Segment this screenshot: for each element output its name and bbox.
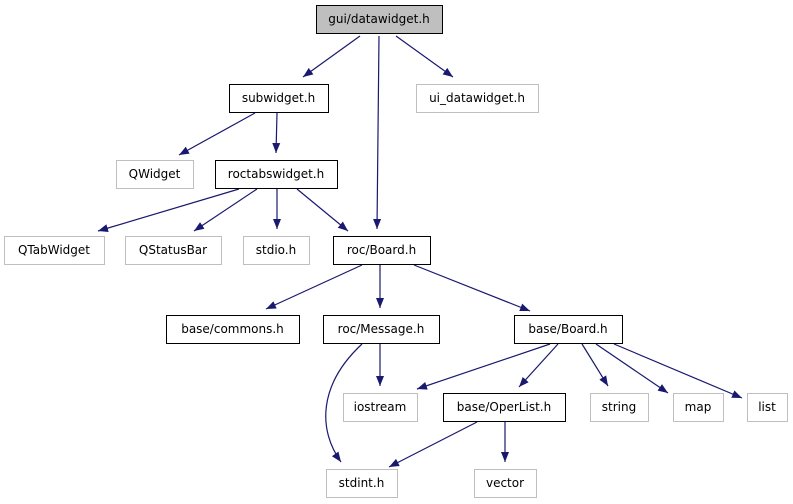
node-label: iostream	[354, 400, 407, 414]
node-qstatusbar: QStatusBar	[125, 236, 222, 265]
node-map: map	[673, 393, 724, 422]
node-label: subwidget.h	[242, 91, 315, 105]
node-ui-datawidget-h: ui_datawidget.h	[416, 84, 539, 113]
node-stdint-h: stdint.h	[326, 469, 398, 498]
node-box	[333, 236, 431, 265]
edge-roctabswidget-h-to-roc-board-h	[296, 188, 349, 232]
node-label: list	[758, 400, 776, 414]
nodes-layer: gui/datawidget.h subwidget.h ui_datawidget…	[4, 5, 788, 498]
node-label: QWidget	[129, 167, 181, 181]
node-box	[590, 393, 649, 422]
node-label: base/Board.h	[528, 322, 607, 336]
node-base-operlist-h[interactable]: base/OperList.h	[443, 393, 566, 422]
node-label: QTabWidget	[18, 243, 90, 257]
node-stdio-h: stdio.h	[243, 236, 310, 265]
node-label: stdint.h	[339, 476, 385, 490]
node-box	[343, 393, 418, 422]
node-label: roctabswidget.h	[228, 167, 324, 181]
node-label: vector	[486, 476, 524, 490]
edge-base-board-h-to-iostream	[416, 343, 551, 390]
node-qtabwidget: QTabWidget	[4, 236, 105, 265]
node-string: string	[590, 393, 649, 422]
edge-base-board-h-to-list	[613, 343, 743, 399]
node-roctabswidget-h[interactable]: roctabswidget.h	[215, 160, 338, 189]
node-label: QStatusBar	[139, 243, 207, 257]
node-box	[747, 393, 788, 422]
node-box	[416, 84, 539, 113]
node-label: stdio.h	[256, 243, 296, 257]
node-box	[326, 469, 398, 498]
node-subwidget-h[interactable]: subwidget.h	[229, 84, 329, 113]
edge-roctabswidget-h-to-qtabwidget	[97, 188, 240, 232]
edge-base-board-h-to-base-operlist-h	[518, 343, 559, 388]
edges-layer	[97, 35, 743, 468]
node-qwidget: QWidget	[116, 160, 194, 189]
edge-roctabswidget-h-to-qstatusbar	[193, 188, 258, 232]
edge-gui-datawidget-h-to-roc-board-h	[373, 35, 382, 230]
node-box	[443, 393, 566, 422]
node-roc-message-h[interactable]: roc/Message.h	[323, 315, 440, 344]
edge-base-operlist-h-to-stdint-h	[388, 421, 478, 468]
edge-gui-datawidget-h-to-subwidget-h	[302, 35, 361, 78]
node-label: base/commons.h	[181, 322, 284, 336]
edge-subwidget-h-to-roctabswidget-h	[272, 112, 281, 154]
node-box	[673, 393, 724, 422]
node-box	[323, 315, 440, 344]
node-box	[514, 315, 623, 344]
node-label: map	[685, 400, 712, 414]
node-box	[125, 236, 222, 265]
node-box	[166, 315, 300, 344]
edge-roc-board-h-to-base-commons-h	[265, 264, 363, 310]
edge-gui-datawidget-h-to-ui-datawidget-h	[395, 35, 454, 78]
node-base-board-h[interactable]: base/Board.h	[514, 315, 623, 344]
node-label: string	[602, 400, 636, 414]
node-box	[4, 236, 105, 265]
edge-base-board-h-to-map	[595, 343, 669, 394]
node-box	[215, 160, 338, 189]
node-roc-board-h[interactable]: roc/Board.h	[333, 236, 431, 265]
node-vector: vector	[474, 469, 537, 498]
edge-roc-message-h-to-stdint-h	[325, 343, 363, 463]
node-box	[243, 236, 310, 265]
node-label: base/OperList.h	[457, 400, 551, 414]
edge-base-board-h-to-string	[581, 343, 609, 387]
node-gui-datawidget-h[interactable]: gui/datawidget.h	[316, 5, 443, 34]
node-label: gui/datawidget.h	[328, 12, 430, 26]
node-iostream: iostream	[343, 393, 418, 422]
node-label: ui_datawidget.h	[429, 91, 525, 105]
node-label: roc/Message.h	[338, 322, 425, 336]
edge-roc-board-h-to-base-board-h	[413, 264, 531, 312]
node-box	[474, 469, 537, 498]
node-list: list	[747, 393, 788, 422]
edge-subwidget-h-to-qwidget	[178, 112, 256, 156]
node-label: roc/Board.h	[347, 243, 416, 257]
node-box	[316, 5, 443, 34]
node-box	[116, 160, 194, 189]
node-box	[229, 84, 329, 113]
node-base-commons-h[interactable]: base/commons.h	[166, 315, 300, 344]
